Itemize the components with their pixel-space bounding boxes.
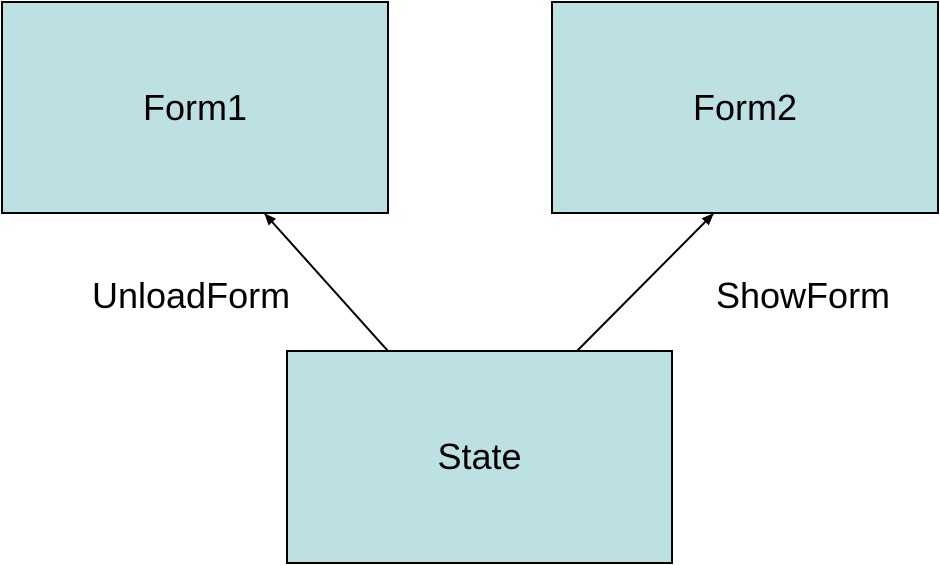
arrow-state-to-form1 <box>264 213 389 352</box>
node-form1-label: Form1 <box>142 86 247 128</box>
edge-label-unloadform: UnloadForm <box>92 275 291 316</box>
node-state-label: State <box>437 436 522 477</box>
node-form2: Form2 <box>551 1 939 214</box>
edge-label-showform: ShowForm <box>716 275 891 316</box>
arrow-state-to-form2 <box>576 213 714 352</box>
node-state: State <box>286 350 673 564</box>
node-form2-label: Form2 <box>692 86 797 128</box>
node-form1: Form1 <box>1 1 389 214</box>
